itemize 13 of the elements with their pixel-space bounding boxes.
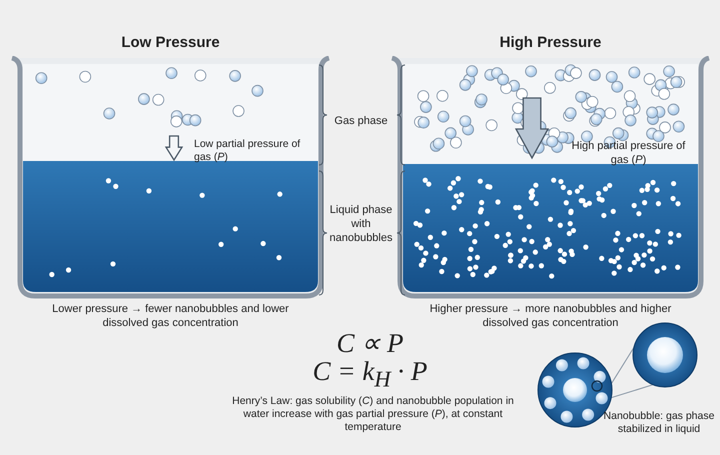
henrys-law-note: Henry’s Law: gas solubility (C) and nanobubble population in water increase with gas partial pressure (P), at constant temperature (231, 395, 515, 434)
magnification-line (610, 384, 654, 398)
beaker-heading: Low Pressure (120, 34, 221, 51)
pressure-label: High partial pressure of gas (P) (570, 140, 686, 168)
phase-label: Gas phase (333, 115, 389, 129)
beaker-caption: Higher pressure → more nanobubbles and higher dissolved gas concentration (428, 303, 672, 330)
pressure-label: Low partial pressure of gas (P) (194, 138, 302, 164)
beaker-caption: Lower pressure → fewer nanobubbles and lower dissolved gas concentration (51, 303, 290, 330)
beaker-heading: High Pressure (498, 34, 602, 51)
phase-label: Liquid phase with nanobubbles (328, 204, 394, 246)
proportionality-formula: C ∝ P (335, 327, 404, 359)
nanobubble-caption: Nanobubble: gas phase stabilized in liquid (602, 410, 716, 436)
henrys-law-formula: C = k$_{H}$ · P (312, 356, 428, 392)
